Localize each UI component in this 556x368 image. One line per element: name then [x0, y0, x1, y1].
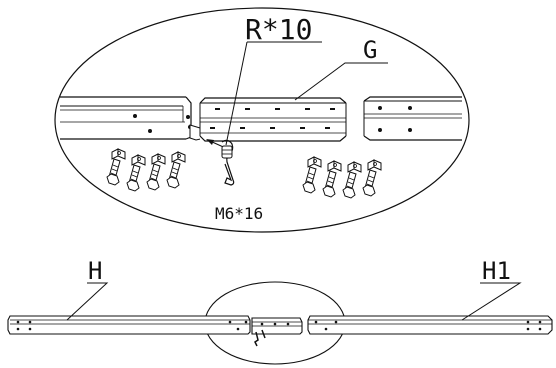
label-rail-h: H	[88, 257, 102, 285]
rail-g-overview	[251, 317, 303, 347]
leader-lines	[225, 41, 388, 146]
rail-h	[7, 315, 251, 335]
detail-rail-g	[199, 97, 347, 142]
overview-leaders	[66, 282, 522, 321]
label-rail-h1: H1	[482, 257, 511, 285]
rail-h1	[307, 315, 553, 335]
detail-rail-right	[363, 96, 462, 141]
label-connector-r: R*10	[245, 13, 312, 46]
label-bolt-spec: M6*16	[215, 204, 263, 223]
detail-rail-left	[60, 96, 206, 141]
connector-r	[206, 139, 235, 186]
label-rail-g: G	[363, 36, 377, 64]
